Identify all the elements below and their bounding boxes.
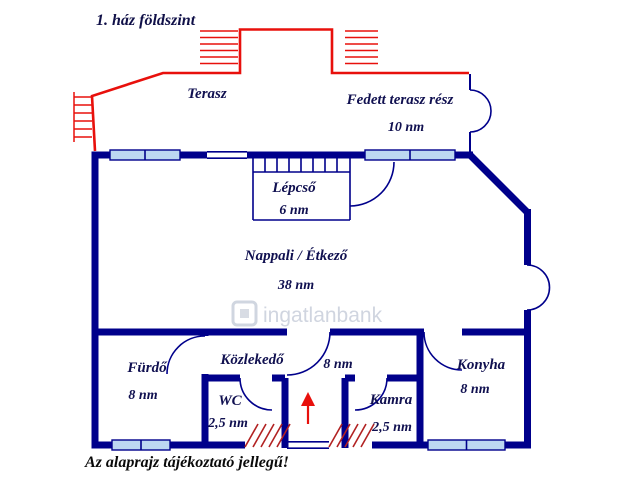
stairs — [252, 158, 395, 221]
covered-terrace-side-door — [469, 74, 492, 152]
room-label-kozlekedo: Közlekedő — [219, 352, 285, 368]
window-bottom-right — [427, 439, 506, 451]
room-label-nappali: Nappali / Étkező — [244, 247, 349, 264]
wc-door-arc — [239, 377, 273, 411]
room-label-fedett-terasz: Fedett terasz rész — [346, 92, 454, 108]
terrace-steps-top-left-icon — [200, 30, 238, 65]
pantry-door-arc — [354, 377, 388, 411]
bathroom-door-arc — [166, 335, 206, 375]
room-area-nappali: 38 nm — [277, 278, 314, 293]
right-side-door-arc — [526, 264, 551, 311]
room-area-kozlekedo: 8 nm — [323, 357, 352, 372]
terrace-outline — [90, 28, 469, 152]
window-top-right — [364, 149, 456, 161]
interior-walls — [95, 328, 531, 448]
window-bottom-left — [111, 439, 171, 451]
kitchen-door-arc — [423, 331, 463, 371]
room-label-furdo: Fürdő — [126, 360, 168, 376]
room-area-fedett-terasz: 10 nm — [388, 120, 424, 135]
entrance-door-opening — [287, 441, 329, 449]
entrance-steps-right-icon — [328, 423, 375, 448]
room-label-kamra: Kamra — [369, 392, 413, 408]
room-area-kamra: 2,5 nm — [371, 420, 412, 435]
terrace-steps-left-icon — [73, 92, 92, 142]
window-top-left — [109, 149, 181, 161]
hallway-door-arc — [286, 331, 331, 376]
watermark-text: ingatlanbank — [263, 304, 383, 327]
room-area-lepcso: 6 nm — [279, 203, 308, 218]
room-area-konyha: 8 nm — [460, 382, 489, 397]
room-label-konyha: Konyha — [456, 357, 506, 373]
room-area-wc: 2,5 nm — [207, 416, 248, 431]
watermark: ingatlanbank — [231, 300, 383, 327]
room-label-terasz: Terasz — [187, 86, 227, 102]
terrace-door-opening — [207, 151, 247, 159]
entrance-arrow-icon — [301, 392, 315, 424]
room-label-lepcso: Lépcső — [271, 180, 317, 196]
terrace-steps-top-right-icon — [345, 30, 378, 65]
door-arcs — [166, 264, 551, 411]
page-title: 1. ház földszint — [96, 12, 196, 29]
room-label-wc: WC — [218, 393, 242, 409]
disclaimer-text: Az alaprajz tájékoztató jellegű! — [84, 454, 289, 471]
stairs-door-arc — [349, 161, 395, 207]
entrance-steps-left-icon — [244, 423, 291, 448]
windows — [109, 149, 506, 451]
room-area-furdo: 8 nm — [128, 388, 157, 403]
